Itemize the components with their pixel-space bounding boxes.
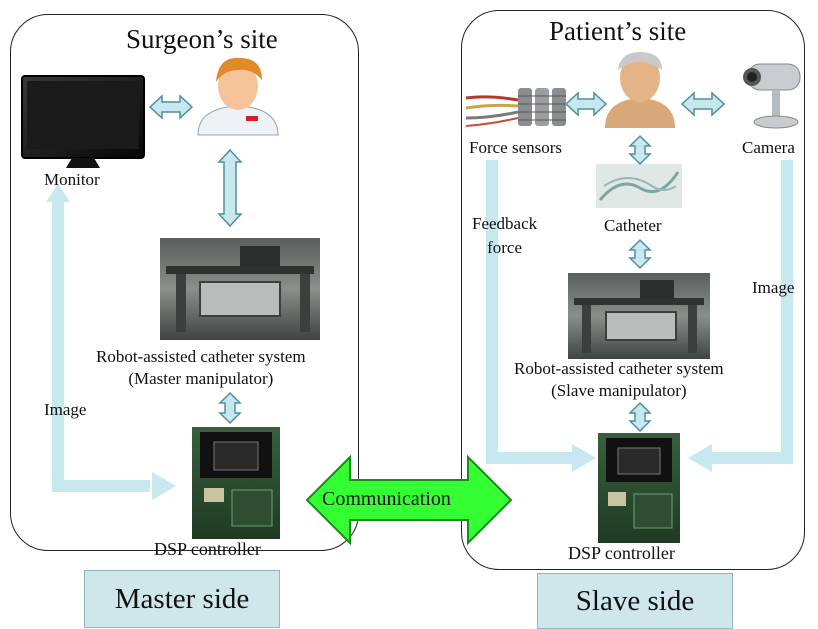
camera-label: Camera	[742, 138, 795, 157]
slave-side-box: Slave side	[537, 573, 733, 629]
double-arrow-patient-catheter	[628, 134, 652, 166]
surgeon-site-title: Surgeon’s site	[126, 24, 278, 54]
image-path-arrow-master	[46, 184, 176, 500]
feedback-force-label: Feedback force	[472, 212, 537, 260]
monitor-label: Monitor	[44, 170, 100, 189]
double-arrow-monitor-surgeon	[148, 94, 194, 120]
double-arrow-catheter-slave	[628, 238, 652, 270]
force-sensors-label: Force sensors	[469, 138, 563, 157]
double-arrow-surgeon-master	[217, 148, 243, 228]
communication-label: Communication	[322, 488, 451, 510]
master-side-box: Master side	[84, 570, 280, 628]
dsp-controller-master-image	[192, 427, 280, 539]
surgeon-icon	[197, 57, 279, 136]
force-sensors-icon	[465, 88, 566, 127]
slave-side-label: Slave side	[575, 584, 695, 617]
dsp-controller-slave-label: DSP controller	[568, 543, 675, 563]
dsp-controller-slave-image	[598, 433, 680, 543]
master-manipulator-label-line2: (Master manipulator)	[128, 369, 274, 388]
catheter-label: Catheter	[604, 216, 662, 235]
communication-arrow	[305, 454, 513, 546]
image-label-master: Image	[44, 400, 87, 419]
master-manipulator-label: Robot-assisted catheter system (Master m…	[96, 346, 306, 390]
image-path-arrow-slave	[688, 160, 793, 472]
patient-site-title: Patient’s site	[549, 16, 687, 46]
patient-icon	[605, 52, 675, 128]
feedback-force-arrow	[486, 160, 596, 472]
monitor-icon	[21, 75, 145, 168]
slave-manipulator-label: Robot-assisted catheter system (Slave ma…	[514, 358, 724, 402]
double-arrow-patient-camera	[680, 91, 726, 117]
dsp-controller-master-label: DSP controller	[154, 539, 261, 559]
master-manipulator-image	[160, 238, 320, 340]
catheter-image	[596, 164, 682, 208]
double-arrow-master-dsp	[218, 391, 242, 425]
slave-manipulator-image	[568, 273, 710, 359]
master-manipulator-label-line1: Robot-assisted catheter system	[96, 347, 306, 366]
master-side-label: Master side	[114, 582, 250, 615]
feedback-force-label-line1: Feedback	[472, 214, 538, 233]
camera-icon	[743, 63, 801, 129]
slave-manipulator-label-line1: Robot-assisted catheter system	[514, 359, 724, 378]
double-arrow-slave-dsp	[628, 401, 652, 433]
image-label-slave: Image	[752, 278, 795, 297]
slave-manipulator-label-line2: (Slave manipulator)	[551, 381, 687, 400]
feedback-force-label-line2: force	[487, 238, 523, 257]
double-arrow-sensors-patient	[564, 91, 608, 117]
